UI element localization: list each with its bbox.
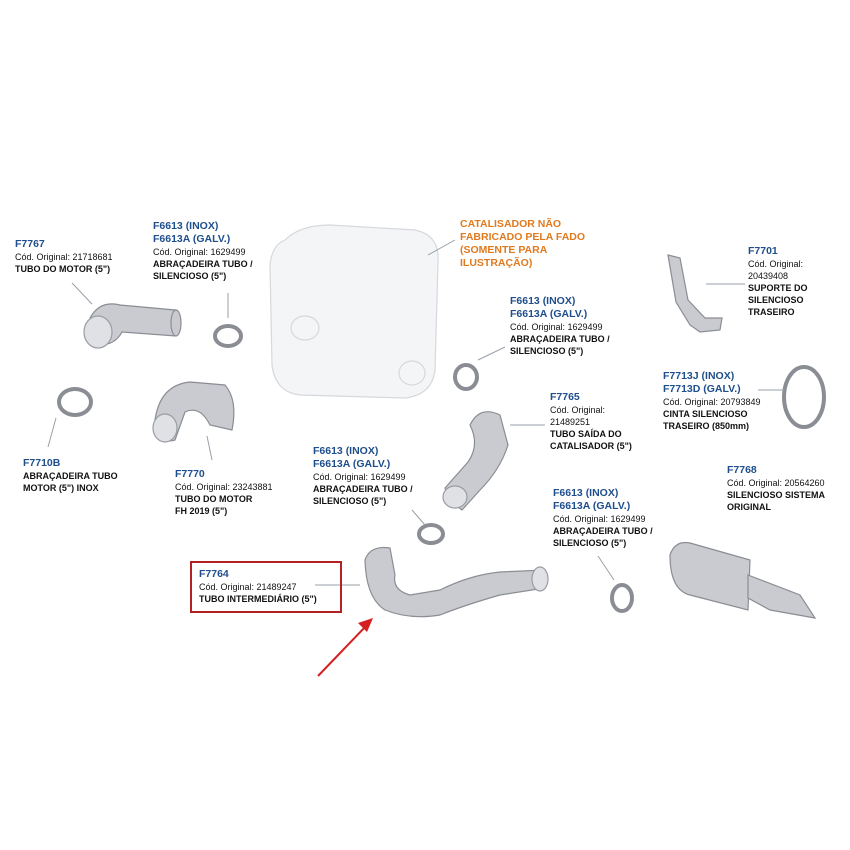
leader-lines [47, 239, 784, 586]
part-code-alt: F6613A (GALV.) [553, 500, 631, 512]
part-description: SILENCIOSO (5") [153, 271, 227, 281]
part-code: F7765 [550, 391, 580, 403]
part-code: F7770 [175, 468, 205, 480]
label-catalyst-note: CATALISADOR NÃO FABRICADO PELA FADO (SOM… [460, 218, 585, 270]
original-code-number: 20439408 [748, 271, 789, 281]
part-description: SILENCIOSO (5") [553, 538, 627, 548]
original-code: Cód. Original: 20564260 [727, 478, 825, 488]
highlighted-part-box [190, 561, 342, 613]
part-description: CATALISADOR (5") [550, 441, 632, 451]
part-description: ABRAÇADEIRA TUBO [23, 471, 118, 481]
part-code: F7767 [15, 238, 45, 250]
part-description: FH 2019 (5") [175, 506, 228, 516]
muffler-f7768 [669, 541, 817, 619]
original-code: Cód. Original: 1629499 [313, 472, 406, 482]
part-code: F7768 [727, 464, 757, 476]
original-code: Cód. Original: [550, 405, 606, 415]
part-description: SILENCIOSO (5") [510, 346, 584, 356]
label-f6613-mid: F6613 (INOX) F6613A (GALV.) Cód. Origina… [510, 295, 610, 357]
engine-pipe-f7770 [152, 381, 235, 443]
label-f7710b: F7710B ABRAÇADEIRA TUBO MOTOR (5") INOX [23, 457, 118, 494]
part-description: SILENCIOSO (5") [313, 496, 387, 506]
catalyst-note-line: FABRICADO PELA FADO [460, 231, 586, 243]
label-f6613-top-left: F6613 (INOX) F6613A (GALV.) Cód. Origina… [153, 220, 253, 282]
part-code-alt: F6613A (GALV.) [153, 233, 231, 245]
strap-f7713 [782, 365, 826, 429]
clamp-f6613-lower-right [610, 583, 634, 613]
catalyst-note-line: ILUSTRAÇÃO) [460, 257, 533, 269]
clamp-f6613-mid [453, 363, 479, 391]
part-code: F6613 (INOX) [313, 445, 379, 457]
clamp-f6613-lower-left [417, 523, 445, 545]
part-description: ABRAÇADEIRA TUBO / [313, 484, 413, 494]
part-code-alt: F7713D (GALV.) [663, 383, 741, 395]
clamp-f7710b [57, 387, 93, 417]
part-code: F6613 (INOX) [510, 295, 576, 307]
part-code-alt: F6613A (GALV.) [510, 308, 588, 320]
part-description: TRASEIRO (850mm) [663, 421, 750, 431]
part-description: CINTA SILENCIOSO [663, 409, 748, 419]
intermediate-pipe-f7764 [364, 546, 549, 618]
part-code: F7764 [199, 568, 229, 580]
original-code: Cód. Original: 21718681 [15, 252, 113, 262]
original-code-number: 21489251 [550, 417, 591, 427]
label-f7764: F7764 Cód. Original: 21489247 TUBO INTER… [199, 568, 317, 605]
original-code: Cód. Original: 20793849 [663, 397, 761, 407]
part-description: SUPORTE DO [748, 283, 808, 293]
part-description: ABRAÇADEIRA TUBO / [510, 334, 610, 344]
catalyst-illustration [269, 224, 439, 399]
part-description: ORIGINAL [727, 502, 771, 512]
original-code: Cód. Original: [748, 259, 804, 269]
part-description: TRASEIRO [748, 307, 795, 317]
highlight-arrow [317, 618, 373, 677]
label-f7701: F7701 Cód. Original: 20439408 SUPORTE DO… [748, 245, 808, 318]
label-f6613-lower-right: F6613 (INOX) F6613A (GALV.) Cód. Origina… [553, 487, 653, 549]
original-code: Cód. Original: 1629499 [553, 514, 646, 524]
label-f6613-lower-left: F6613 (INOX) F6613A (GALV.) Cód. Origina… [313, 445, 413, 507]
part-code: F7710B [23, 457, 61, 469]
part-description: MOTOR (5") INOX [23, 483, 99, 493]
part-code: F6613 (INOX) [153, 220, 219, 232]
label-f7713: F7713J (INOX) F7713D (GALV.) Cód. Origin… [663, 370, 761, 432]
label-f7767: F7767 Cód. Original: 21718681 TUBO DO MO… [15, 238, 113, 275]
part-description: ABRAÇADEIRA TUBO / [553, 526, 653, 536]
original-code: Cód. Original: 21489247 [199, 582, 297, 592]
bracket-f7701 [667, 254, 723, 333]
clamp-f6613-top-left [213, 324, 243, 348]
part-code: F6613 (INOX) [553, 487, 619, 499]
label-f7765: F7765 Cód. Original: 21489251 TUBO SAÍDA… [550, 391, 632, 452]
part-code-alt: F6613A (GALV.) [313, 458, 391, 470]
part-code: F7701 [748, 245, 778, 257]
part-code: F7713J (INOX) [663, 370, 735, 382]
part-description: TUBO INTERMEDIÁRIO (5") [199, 594, 317, 604]
part-description: SILENCIOSO [748, 295, 804, 305]
catalyst-note-line: (SOMENTE PARA [460, 244, 548, 256]
original-code: Cód. Original: 1629499 [153, 247, 246, 257]
label-f7770: F7770 Cód. Original: 23243881 TUBO DO MO… [175, 468, 273, 517]
label-f7768: F7768 Cód. Original: 20564260 SILENCIOSO… [727, 464, 825, 513]
engine-pipe-f7767 [83, 303, 182, 349]
original-code: Cód. Original: 1629499 [510, 322, 603, 332]
part-description: SILENCIOSO SISTEMA [727, 490, 826, 500]
original-code: Cód. Original: 23243881 [175, 482, 273, 492]
catalyst-note-line: CATALISADOR NÃO [460, 218, 562, 230]
part-description: TUBO SAÍDA DO [550, 429, 622, 439]
outlet-pipe-f7765 [442, 411, 509, 511]
part-description: TUBO DO MOTOR [175, 494, 253, 504]
part-description: ABRAÇADEIRA TUBO / [153, 259, 253, 269]
part-description: TUBO DO MOTOR (5") [15, 264, 111, 274]
